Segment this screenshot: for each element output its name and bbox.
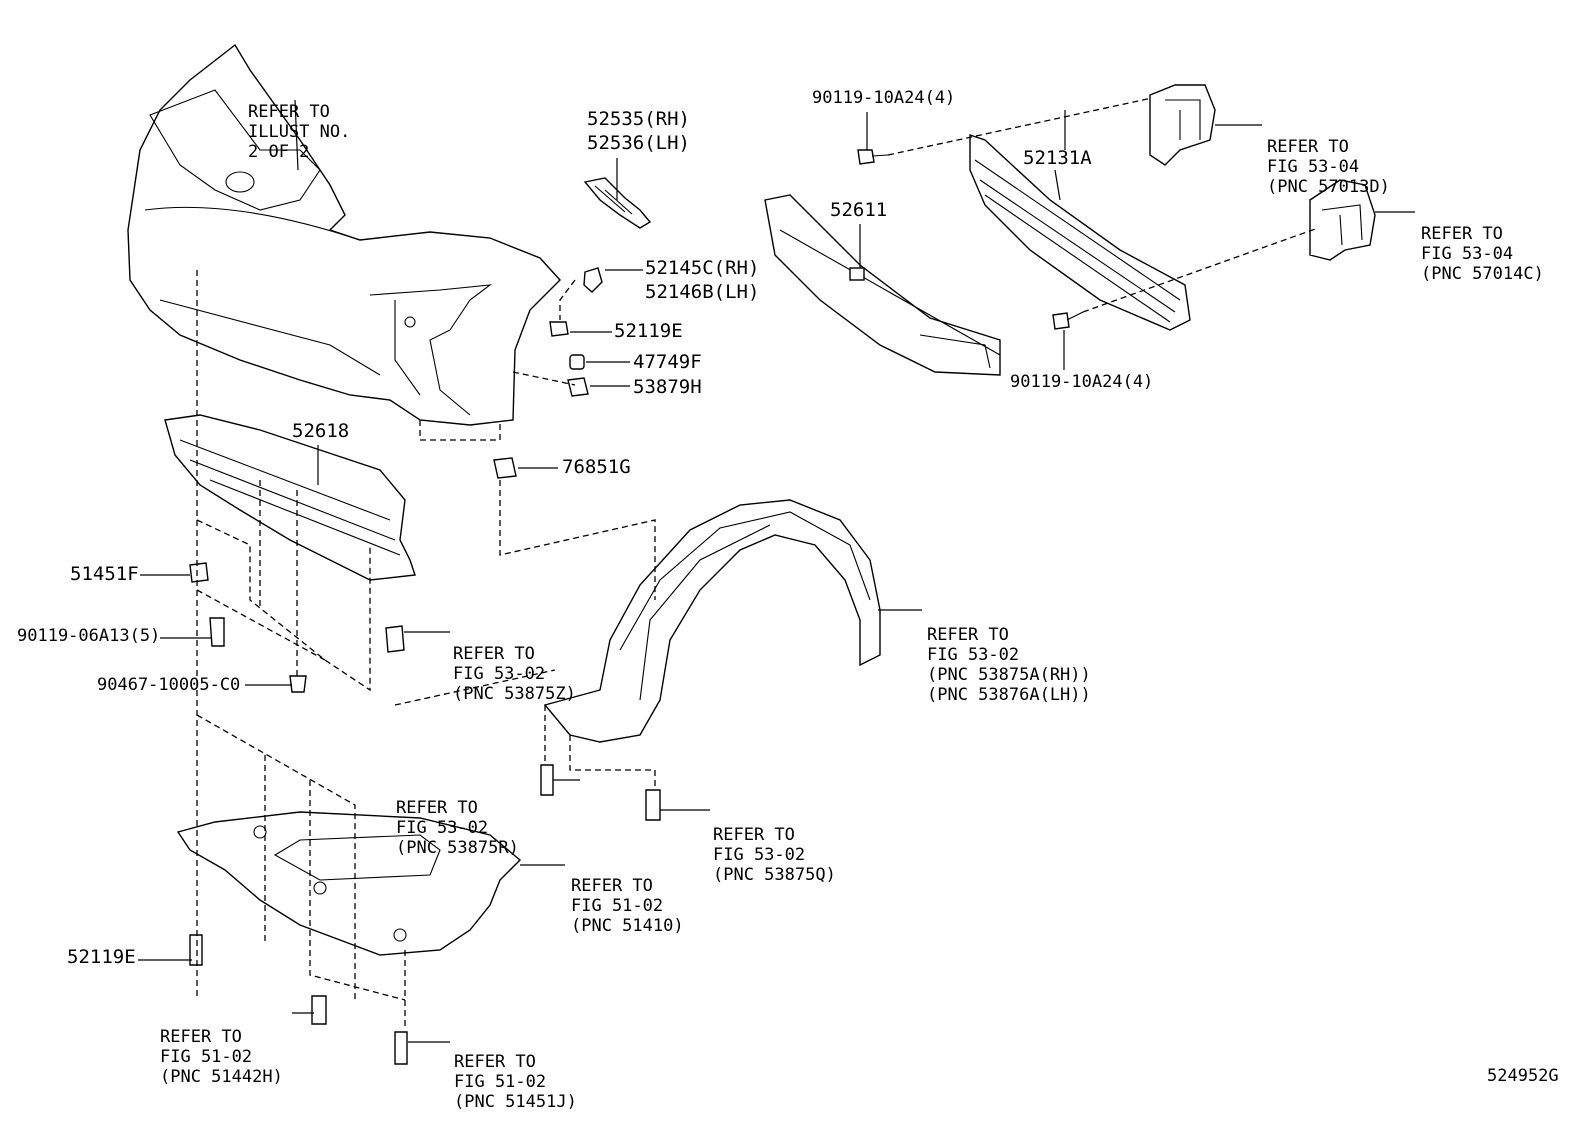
part-label-90467: 90467-10005-C0 xyxy=(97,675,241,695)
engine-under-cover-52618 xyxy=(164,414,416,581)
leader-lines xyxy=(138,99,1415,1043)
part-label-90119-10a24-bottom: 90119-10A24(4) xyxy=(1010,372,1154,392)
part-label-52611: 52611 xyxy=(830,199,888,221)
bumper-side-bracket xyxy=(583,177,652,229)
part-label-51451f: 51451F xyxy=(70,563,139,585)
clip-76851g xyxy=(493,457,517,479)
clip-51442h xyxy=(311,995,327,1025)
nut-47749f xyxy=(569,354,585,370)
part-label-52119e-bottom: 52119E xyxy=(67,946,136,968)
screw-52119e-top xyxy=(549,321,569,337)
part-label-52618: 52618 xyxy=(292,420,350,442)
clip-53875z xyxy=(385,625,405,653)
diagram-id: 524952G xyxy=(1487,1066,1559,1086)
part-label-52145c: 52145C(RH) xyxy=(645,257,760,279)
part-label-53879h: 53879H xyxy=(633,376,702,398)
bolt-90119-10a24-bottom xyxy=(1052,311,1084,330)
clip-52145c xyxy=(583,267,603,293)
screw-51451j xyxy=(394,1031,408,1065)
part-label-90119-06a13: 90119-06A13(5) xyxy=(17,626,161,646)
assembly-dashed-lines xyxy=(196,97,1319,1030)
part-label-76851g: 76851G xyxy=(562,456,631,478)
clip-90467 xyxy=(289,675,307,693)
part-label-52536: 52536(LH) xyxy=(587,132,690,154)
screw-53875q xyxy=(645,789,661,821)
bracket-lower-57014c xyxy=(1309,179,1376,261)
screw-53875r xyxy=(540,764,554,796)
clip-53879h xyxy=(567,377,589,397)
bumper-reinforcement xyxy=(969,134,1191,331)
screw-52119e-bottom xyxy=(189,934,203,966)
bolt-90119-10a24-top xyxy=(857,149,889,165)
front-bumper-cover xyxy=(127,43,561,426)
part-label-52119e-top: 52119E xyxy=(614,320,683,342)
parts-diagram xyxy=(127,43,1415,1065)
part-label-52146b: 52146B(LH) xyxy=(645,281,760,303)
bracket-upper-57013d xyxy=(1149,84,1216,166)
part-label-90119-10a24-top: 90119-10A24(4) xyxy=(812,88,956,108)
lower-cover-51410 xyxy=(176,811,522,956)
part-label-52535: 52535(RH) xyxy=(587,108,690,130)
clip-51451f xyxy=(189,562,209,583)
part-label-52131a: 52131A xyxy=(1023,147,1092,169)
screw-90119-06a13 xyxy=(209,617,225,647)
fender-liner xyxy=(543,499,881,743)
energy-absorber xyxy=(764,194,1001,376)
part-label-47749f: 47749F xyxy=(633,351,702,373)
